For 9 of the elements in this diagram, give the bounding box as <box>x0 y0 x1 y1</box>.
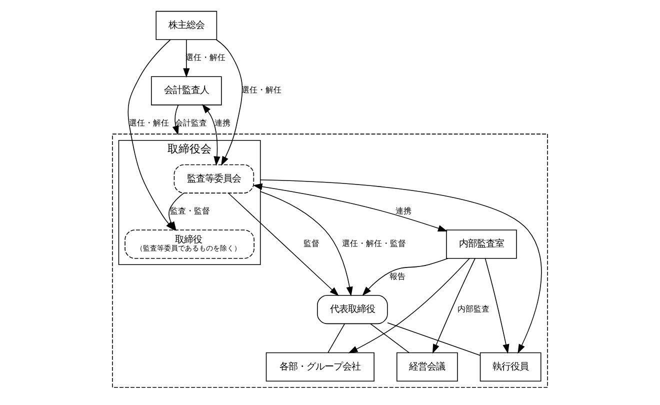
edge-label: 連携 <box>396 206 412 216</box>
edge-label: 監督 <box>304 239 320 248</box>
edge-label: 選任・解任 <box>129 118 170 128</box>
edge-label: 内部監査 <box>458 304 490 314</box>
edge-label: 報告 <box>389 272 406 281</box>
edge-label: 会計監査 <box>175 118 208 128</box>
edge-label: 監査・監督 <box>170 206 210 216</box>
edge-label: 連携 <box>214 118 231 128</box>
edge-label: 選任・解任・監督 <box>342 239 406 248</box>
